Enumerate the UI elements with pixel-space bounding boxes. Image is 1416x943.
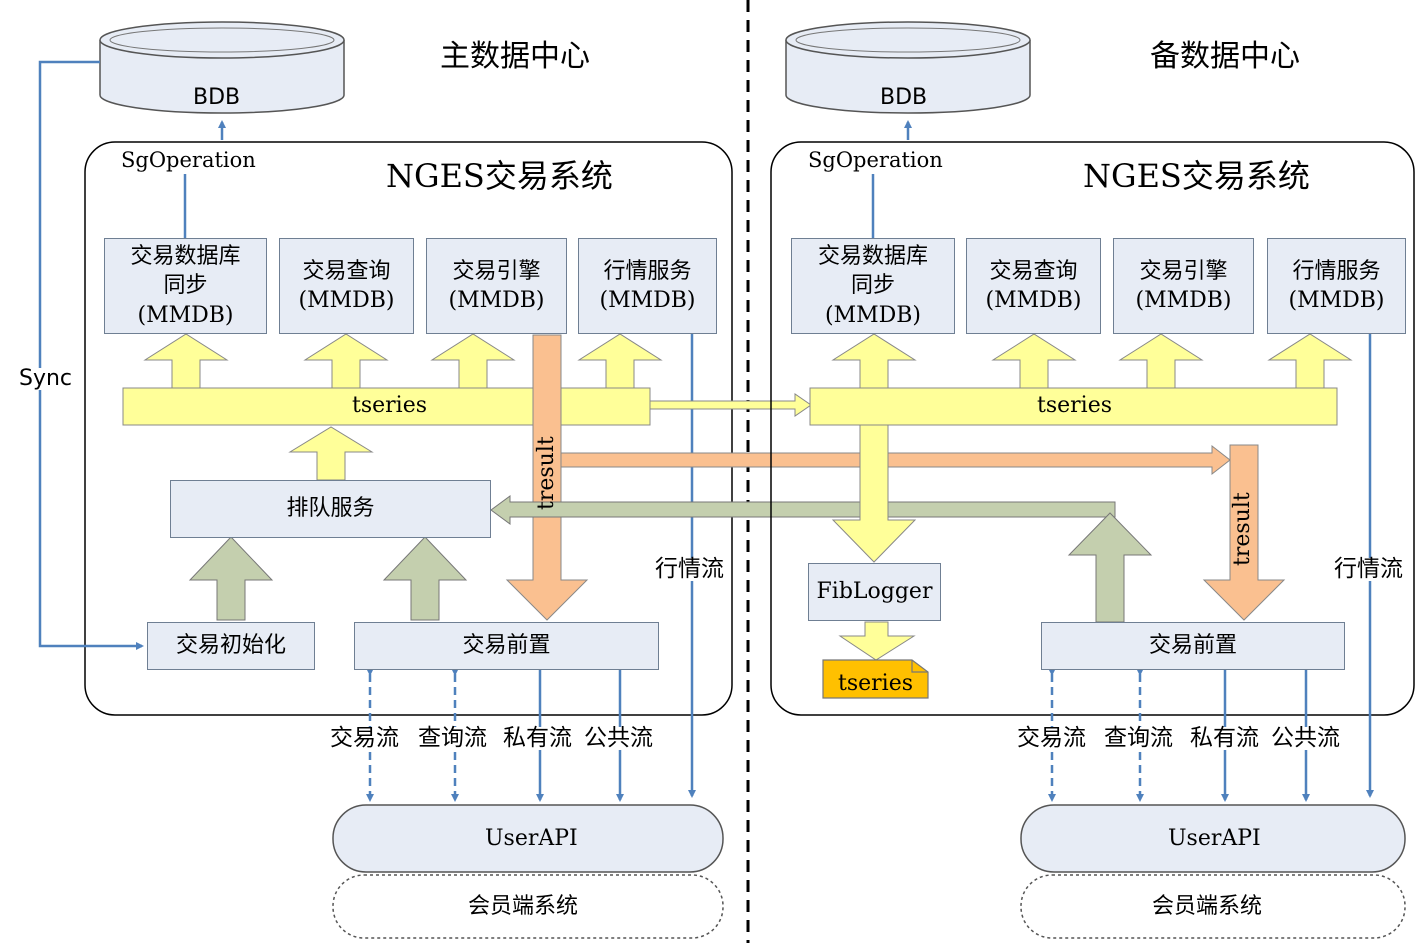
right-module-db-sync-line1: 交易数据库 — [817, 244, 928, 270]
left-queue-up-arrow — [288, 426, 374, 481]
right-public-flow-label: 公共流 — [1271, 725, 1340, 751]
left-queue-label: 排队服务 — [286, 496, 375, 522]
right-system-title: NGES交易系统 — [1083, 157, 1310, 195]
right-up-arrow-4 — [1267, 333, 1353, 389]
left-market-flow-label: 行情流 — [655, 556, 724, 582]
right-up-arrow-3 — [1118, 333, 1204, 389]
left-module-engine: 交易引擎 (MMDB) — [426, 238, 567, 334]
right-fiblogger: FibLogger — [808, 563, 941, 621]
left-module-db-sync-line1: 交易数据库 — [130, 244, 241, 270]
sync-label: Sync — [19, 366, 73, 391]
left-queue-service: 排队服务 — [170, 480, 491, 538]
left-module-market-line1: 行情服务 — [603, 258, 692, 284]
right-module-db-sync: 交易数据库 同步 (MMDB) — [791, 238, 955, 334]
left-bdb-database-icon — [99, 21, 345, 114]
queue-return-arrow — [490, 495, 1116, 525]
left-system-title: NGES交易系统 — [386, 157, 613, 195]
left-trade-flow-label: 交易流 — [330, 725, 399, 751]
tseries-file-fold — [911, 660, 928, 673]
right-up-arrow-1 — [831, 333, 917, 389]
left-system-container — [84, 141, 733, 716]
right-tresult-label: tresult — [1230, 492, 1255, 566]
left-query-flow-label: 查询流 — [418, 725, 487, 751]
left-tresult-arrow — [505, 334, 589, 621]
left-module-query-line2: (MMDB) — [298, 288, 395, 313]
right-query-flow-label: 查询流 — [1104, 725, 1173, 751]
bus-replication-arrow — [649, 393, 812, 417]
left-tseries-bus — [122, 387, 651, 426]
right-front-up-arrow — [1067, 512, 1153, 623]
left-front-up-arrow — [382, 536, 468, 621]
right-region-title: 备数据中心 — [1150, 39, 1300, 74]
left-up-arrow-4 — [577, 333, 663, 389]
right-module-market-line2: (MMDB) — [1288, 288, 1385, 313]
left-userapi-label: UserAPI — [485, 826, 578, 851]
right-module-engine-line2: (MMDB) — [1135, 288, 1232, 313]
left-module-market: 行情服务 (MMDB) — [578, 238, 717, 334]
left-init-up-arrow — [188, 536, 274, 621]
left-module-query: 交易查询 (MMDB) — [279, 238, 414, 334]
right-private-flow-label: 私有流 — [1190, 725, 1259, 751]
tseries-file-icon — [822, 659, 929, 699]
left-trade-init: 交易初始化 — [147, 622, 315, 670]
right-userapi-shape — [1020, 804, 1406, 873]
right-module-market-line1: 行情服务 — [1292, 258, 1381, 284]
sync-line — [38, 60, 144, 650]
right-up-arrow-2 — [991, 333, 1077, 389]
left-front-label: 交易前置 — [462, 633, 551, 659]
right-fiblogger-label: FibLogger — [816, 579, 933, 605]
left-init-label: 交易初始化 — [175, 633, 286, 659]
right-bus-label: tseries — [1037, 393, 1113, 418]
right-module-market: 行情服务 (MMDB) — [1267, 238, 1406, 334]
left-tresult-label: tresult — [534, 436, 559, 510]
left-module-engine-line2: (MMDB) — [448, 288, 545, 313]
right-module-db-sync-line3: (MMDB) — [824, 302, 922, 328]
right-sgoperation-label: SgOperation — [808, 148, 943, 172]
left-public-flow-label: 公共流 — [584, 725, 653, 751]
right-module-query: 交易查询 (MMDB) — [966, 238, 1101, 334]
right-module-query-line2: (MMDB) — [985, 288, 1082, 313]
right-trade-flow-label: 交易流 — [1017, 725, 1086, 751]
left-up-arrow-2 — [303, 333, 389, 389]
left-module-engine-line1: 交易引擎 — [452, 258, 541, 284]
left-module-db-sync-line3: (MMDB) — [137, 302, 234, 328]
left-sgoperation-label: SgOperation — [121, 148, 256, 172]
left-up-arrow-3 — [430, 333, 516, 389]
left-up-arrow-1 — [143, 333, 229, 389]
tresult-cross-arrow — [560, 444, 1231, 476]
left-module-db-sync: 交易数据库 同步 (MMDB) — [104, 238, 267, 334]
right-bdb-database-icon — [785, 21, 1031, 114]
left-region-title: 主数据中心 — [440, 39, 590, 74]
left-member-system-shape — [332, 874, 724, 939]
left-userapi-shape — [332, 804, 724, 873]
left-private-flow-label: 私有流 — [503, 725, 572, 751]
right-trade-front: 交易前置 — [1041, 622, 1345, 670]
left-bus-label: tseries — [352, 393, 428, 418]
right-module-engine: 交易引擎 (MMDB) — [1113, 238, 1254, 334]
right-system-container — [770, 141, 1415, 716]
right-db-label: BDB — [880, 85, 928, 110]
right-member-system-label: 会员端系统 — [1152, 894, 1263, 919]
right-tseries-bus — [809, 387, 1338, 426]
left-module-db-sync-line2: 同步 — [163, 273, 208, 299]
left-member-system-label: 会员端系统 — [468, 894, 579, 919]
right-module-engine-line1: 交易引擎 — [1139, 258, 1228, 284]
right-fiblogger-down-arrow — [831, 424, 917, 563]
right-userapi-label: UserAPI — [1168, 826, 1261, 851]
left-trade-front: 交易前置 — [354, 622, 659, 670]
right-tseries-file-label: tseries — [838, 671, 914, 696]
right-front-label: 交易前置 — [1148, 633, 1237, 659]
right-market-flow-label: 行情流 — [1334, 556, 1403, 582]
right-module-query-line1: 交易查询 — [989, 258, 1078, 284]
right-module-db-sync-line2: 同步 — [850, 273, 895, 299]
right-tresult-arrow — [1202, 444, 1286, 621]
right-file-down-arrow — [838, 621, 916, 661]
left-db-label: BDB — [193, 85, 241, 110]
left-module-query-line1: 交易查询 — [302, 258, 391, 284]
left-module-market-line2: (MMDB) — [599, 288, 696, 313]
